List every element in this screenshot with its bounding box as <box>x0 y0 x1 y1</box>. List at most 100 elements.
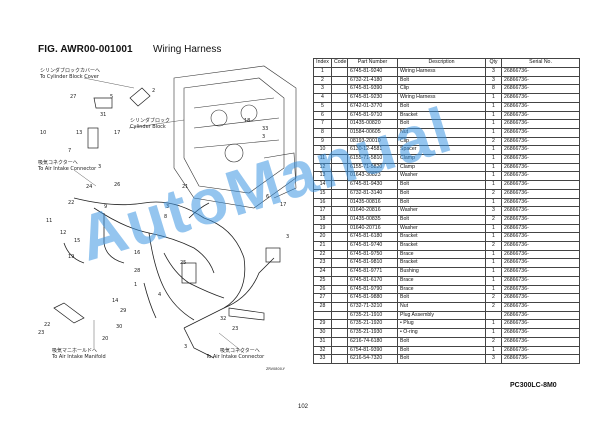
cell-description: Wiring Harness <box>397 67 486 77</box>
callout-number: 28 <box>134 268 140 274</box>
callout-number: 7 <box>68 148 71 154</box>
cell-part-number: 6754-81-9390 <box>347 345 398 356</box>
cell-qty: 3 <box>485 354 502 364</box>
cell-index: 5 <box>313 101 332 112</box>
cell-part-number: 6745-81-9710 <box>347 110 398 121</box>
cell-code <box>331 206 348 216</box>
cell-index: 16 <box>313 197 332 208</box>
cell-code <box>331 354 348 364</box>
engine-block-drawing <box>173 65 297 209</box>
cell-description: Bracket <box>397 232 486 243</box>
cell-index: 31 <box>313 336 332 347</box>
callout-number: 8 <box>164 214 167 220</box>
callout-number: 13 <box>76 130 82 136</box>
callout-number: 2 <box>152 88 155 94</box>
cell-code <box>331 162 348 173</box>
cell-part-number: 6745-81-9790 <box>347 284 398 295</box>
cell-index: 25 <box>313 275 332 286</box>
cell-serial-no: 26866736- <box>501 214 580 225</box>
parts-table: Index Code Part Number Description Qty S… <box>313 58 580 364</box>
cell-index: 19 <box>313 223 332 234</box>
cell-part-number: 01435-00820 <box>347 119 398 129</box>
callout-number: 29 <box>120 308 126 314</box>
cell-description: Washer <box>397 206 486 216</box>
cell-serial-no: 26866736- <box>501 284 580 295</box>
cell-part-number: 6745-81-9880 <box>347 293 398 303</box>
cell-part-number: 6735-21-1930 <box>347 328 398 338</box>
cell-qty: 3 <box>485 67 502 77</box>
cell-code <box>331 93 348 103</box>
cell-qty: 1 <box>485 119 502 129</box>
callout-number: 18 <box>244 118 250 124</box>
cell-part-number: 6732-81-3140 <box>347 188 398 199</box>
cell-description: Bolt <box>397 119 486 129</box>
callout-number: 26 <box>114 182 120 188</box>
cell-code <box>331 258 348 269</box>
cell-serial-no: 26866736- <box>501 249 580 260</box>
cell-code <box>331 319 348 330</box>
cell-qty: 1 <box>485 180 502 190</box>
callout-number: 30 <box>116 324 122 330</box>
cell-serial-no: 26866736- <box>501 241 580 251</box>
label-cyl-block-en: Cylinder Block <box>130 124 166 130</box>
cell-description: • O-ring <box>397 328 486 338</box>
cell-serial-no: 26866736- <box>501 223 580 234</box>
cell-code <box>331 284 348 295</box>
cell-serial-no: 26866736- <box>501 136 580 147</box>
cell-serial-no: 26866736- <box>501 275 580 286</box>
harness-wires <box>63 197 275 359</box>
cell-index: 17 <box>313 206 332 216</box>
cell-description: Brace <box>397 275 486 286</box>
header-qty: Qty <box>485 58 502 68</box>
callout-number: 10 <box>40 130 46 136</box>
callout-number: 22 <box>68 200 74 206</box>
callout-number: 14 <box>112 298 118 304</box>
cell-code <box>331 119 348 129</box>
header-part-number: Part Number <box>347 58 398 68</box>
cell-index: 8 <box>313 127 332 138</box>
cell-serial-no: 26866736- <box>501 206 580 216</box>
cell-part-number: 6745-81-9240 <box>347 67 398 77</box>
cell-qty: 1 <box>485 328 502 338</box>
cell-serial-no: 26866736- <box>501 197 580 208</box>
cell-description: Clip <box>397 84 486 95</box>
cell-qty: 3 <box>485 206 502 216</box>
callout-number: 6 <box>266 194 269 200</box>
cell-serial-no: 26866736- <box>501 345 580 356</box>
cell-code <box>331 336 348 347</box>
cell-serial-no: 26866736- <box>501 67 580 77</box>
label-air-intake-jp: 吸気コネクターへ <box>38 159 78 166</box>
cell-description: Bolt <box>397 354 486 364</box>
cell-qty: 1 <box>485 145 502 156</box>
cell-serial-no: 26866736- <box>501 180 580 190</box>
cell-qty: 1 <box>485 249 502 260</box>
callout-number: 17 <box>114 130 120 136</box>
diagram-svg: シリンダブロックカバーへ To Cylinder Block Cover シリン… <box>37 65 297 371</box>
cell-qty: 1 <box>485 162 502 173</box>
cell-qty: 2 <box>485 302 502 312</box>
callout-number: 23 <box>38 330 44 336</box>
figure-title: Wiring Harness <box>153 44 222 55</box>
cell-code <box>331 249 348 260</box>
label-air-manifold-jp: 吸気マニホールドへ <box>52 347 97 354</box>
cell-code <box>331 293 348 303</box>
cell-code <box>331 328 348 338</box>
cell-code <box>331 67 348 77</box>
header-description: Description <box>397 58 486 68</box>
cell-code <box>331 145 348 156</box>
cell-part-number: 6130-12-4581 <box>347 145 398 156</box>
cell-qty: 1 <box>485 154 502 164</box>
label-air-conn2-jp: 吸気コネクターへ <box>220 347 260 354</box>
callout-number: 17 <box>280 202 286 208</box>
cell-index: 24 <box>313 267 332 277</box>
